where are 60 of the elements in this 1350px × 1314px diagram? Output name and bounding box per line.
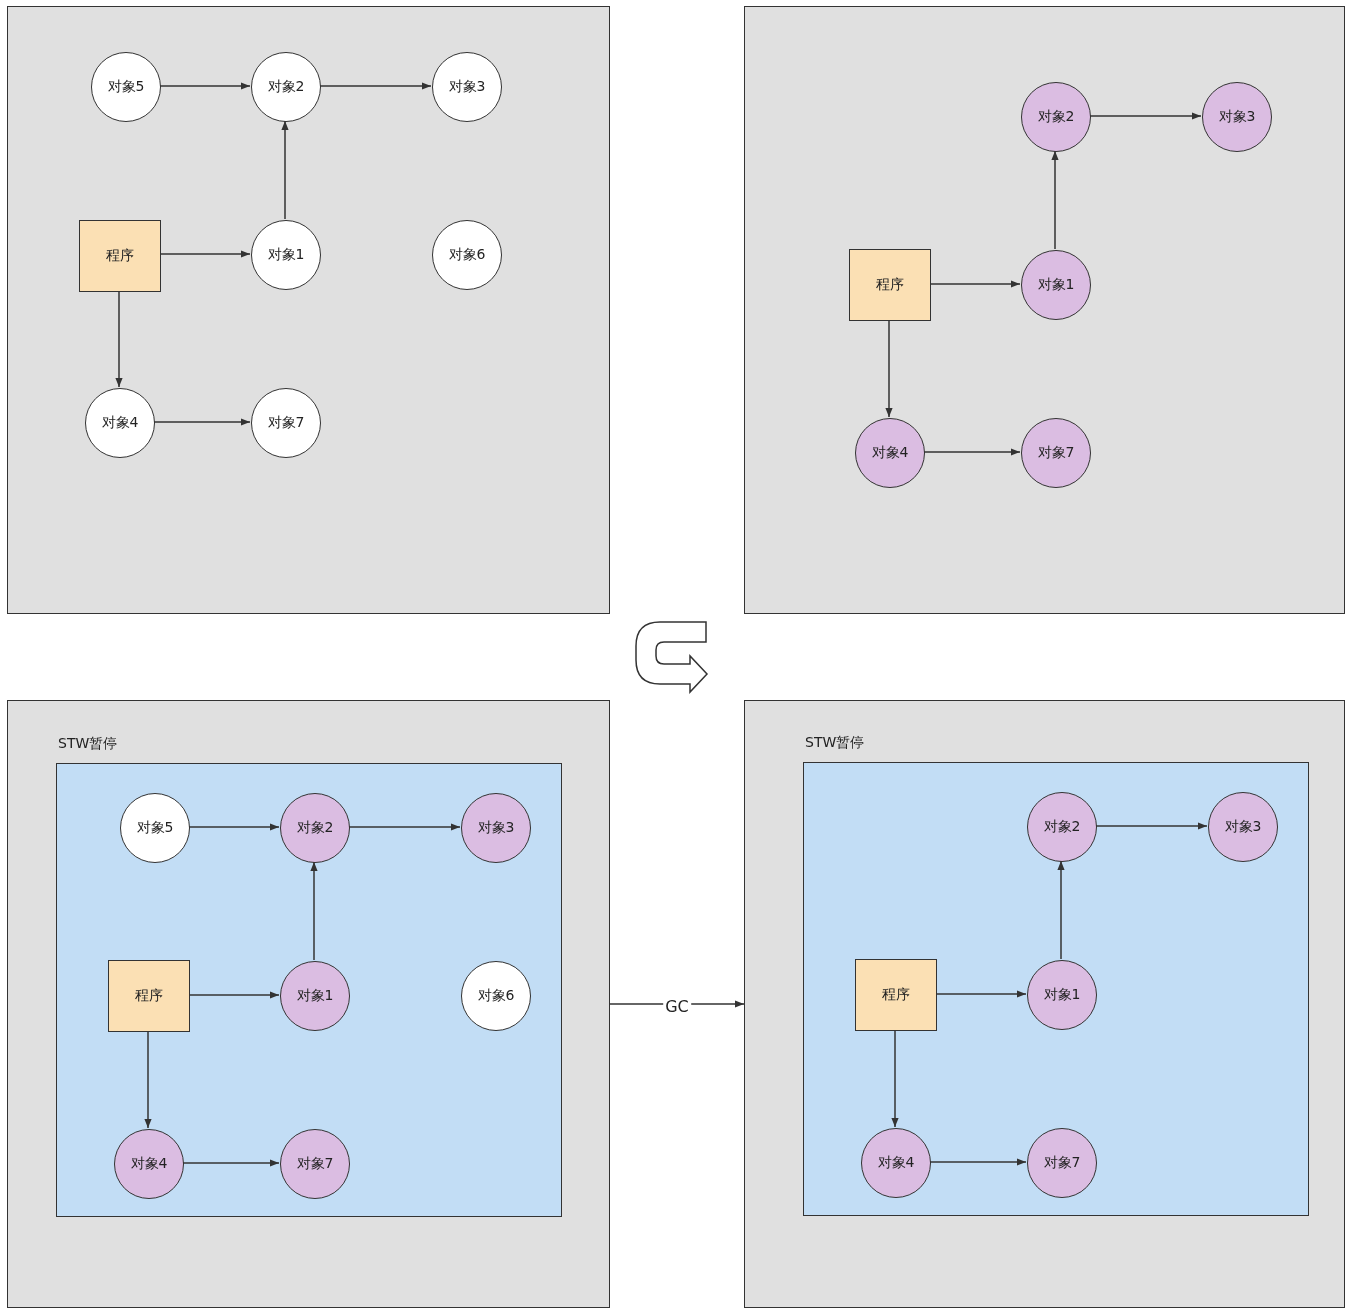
- node-label: 对象1: [267, 246, 305, 264]
- arrow: [281, 120, 289, 220]
- panel: [744, 6, 1345, 614]
- node-label: 对象7: [267, 414, 305, 432]
- program-box: [108, 960, 190, 1032]
- node-label: 对象5: [136, 819, 174, 837]
- arrow: [159, 82, 251, 90]
- node-label: 对象1: [1037, 276, 1075, 294]
- node-label: 对象7: [296, 1155, 334, 1173]
- arrow: [319, 82, 432, 90]
- arrow: [923, 448, 1021, 456]
- node-label: 对象4: [130, 1155, 168, 1173]
- node-label: 对象6: [448, 246, 486, 264]
- arrow: [348, 823, 461, 831]
- arrow: [153, 418, 251, 426]
- arrow: [1057, 860, 1065, 960]
- program-box: [855, 959, 937, 1031]
- arrow: [182, 1159, 280, 1167]
- region-heading: STW暂停: [805, 734, 865, 752]
- node-label: 对象2: [296, 819, 334, 837]
- program-box: [849, 249, 931, 321]
- arrow: [1089, 112, 1202, 120]
- arrow: [929, 1158, 1027, 1166]
- node-label: 对象4: [877, 1154, 915, 1172]
- node-label: 对象7: [1037, 444, 1075, 462]
- arrow: [159, 250, 251, 258]
- node-label: 对象2: [1043, 818, 1081, 836]
- node-label: 对象3: [1224, 818, 1262, 836]
- arrow: [929, 280, 1021, 288]
- node-label: 对象2: [1037, 108, 1075, 126]
- arrow: [144, 1030, 152, 1129]
- node-label: 程序: [882, 986, 910, 1004]
- arrow: [1051, 150, 1059, 250]
- arrow: [115, 290, 123, 388]
- arrow: [935, 990, 1027, 998]
- panel: [7, 700, 610, 1308]
- node-label: 程序: [106, 247, 134, 265]
- panel: [7, 6, 610, 614]
- arrow: [188, 823, 280, 831]
- program-box: [79, 220, 161, 292]
- node-label: 程序: [876, 276, 904, 294]
- region-heading: STW暂停: [58, 735, 118, 753]
- arrow: [885, 319, 893, 418]
- node-label: 对象3: [477, 819, 515, 837]
- arrow: [891, 1029, 899, 1128]
- arrow: [1095, 822, 1208, 830]
- node-label: 对象5: [107, 78, 145, 96]
- node-label: 对象1: [296, 987, 334, 1005]
- node-label: 对象2: [267, 78, 305, 96]
- panel: [744, 700, 1345, 1308]
- node-label: 对象4: [101, 414, 139, 432]
- node-label: 对象1: [1043, 986, 1081, 1004]
- node-label: 对象7: [1043, 1154, 1081, 1172]
- node-label: 对象3: [448, 78, 486, 96]
- arrow: [310, 861, 318, 961]
- arrow: [188, 991, 280, 999]
- node-label: 程序: [135, 987, 163, 1005]
- node-label: 对象6: [477, 987, 515, 1005]
- node-label: 对象4: [871, 444, 909, 462]
- node-label: 对象3: [1218, 108, 1256, 126]
